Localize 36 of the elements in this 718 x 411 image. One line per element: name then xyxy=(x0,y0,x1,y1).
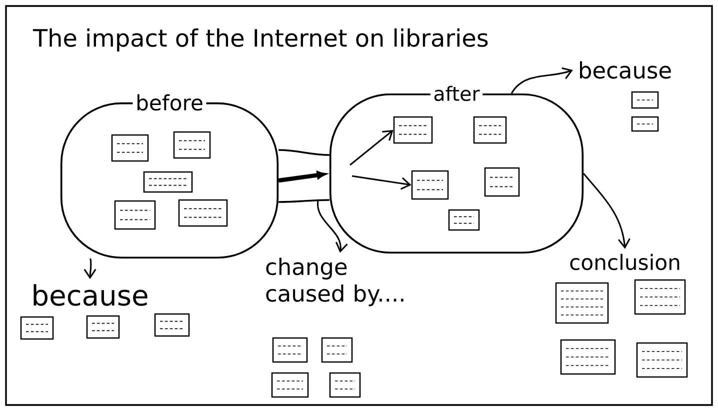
note-card xyxy=(636,342,688,378)
note-card xyxy=(321,337,353,363)
title: The impact of the Internet on libraries xyxy=(32,28,488,52)
note-card xyxy=(631,116,659,132)
note-card xyxy=(20,316,54,340)
handwritten-label: conclusion xyxy=(570,254,680,270)
note-card xyxy=(86,315,120,339)
arrow xyxy=(316,200,348,253)
arrow xyxy=(510,67,573,94)
note-card xyxy=(271,372,309,398)
handwritten-label: because xyxy=(580,61,671,79)
note-card xyxy=(634,279,686,315)
handwritten-label: because xyxy=(34,284,148,306)
region-outline: after xyxy=(329,83,584,254)
arrow xyxy=(582,173,630,249)
handwritten-label: change caused by.... xyxy=(266,258,404,306)
arrow xyxy=(84,258,96,280)
note-card xyxy=(114,200,156,230)
region-outline: before xyxy=(60,91,279,259)
note-card xyxy=(173,131,211,159)
arrow xyxy=(350,130,394,166)
note-card xyxy=(448,209,480,231)
note-card xyxy=(484,167,520,197)
note-card xyxy=(272,337,308,363)
note-card xyxy=(178,199,228,227)
arrow xyxy=(352,175,412,190)
note-card xyxy=(560,339,616,375)
note-card xyxy=(555,282,609,324)
note-card xyxy=(393,116,433,144)
note-card xyxy=(111,134,149,162)
note-card xyxy=(329,372,361,398)
note-card xyxy=(631,91,659,109)
note-card xyxy=(473,116,507,144)
note-card xyxy=(411,170,449,200)
note-card xyxy=(143,171,193,193)
note-card xyxy=(154,313,190,337)
